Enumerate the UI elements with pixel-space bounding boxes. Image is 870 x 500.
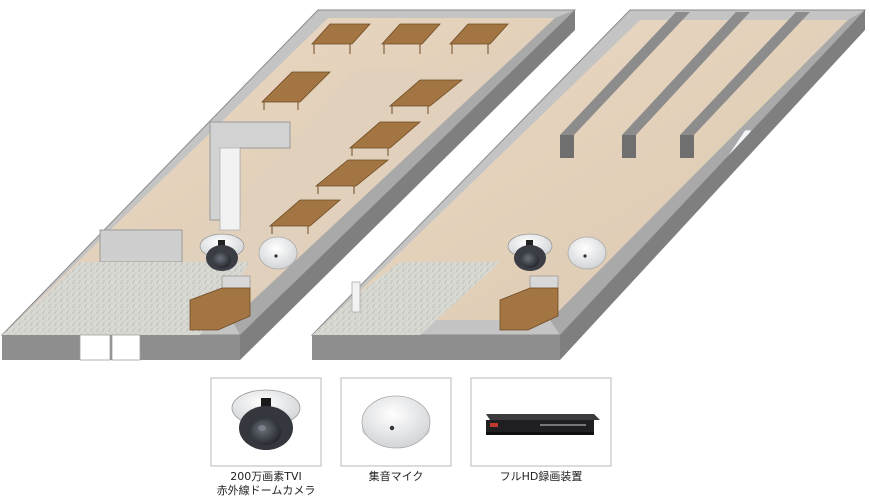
table	[388, 79, 464, 107]
camera-in-left-room-icon	[199, 233, 245, 271]
table	[311, 23, 371, 45]
left-tables	[261, 23, 509, 227]
camera-in-right-room-icon	[507, 233, 553, 271]
mic-in-left-room-icon	[258, 236, 298, 270]
legend-camera-label-line1: 200万画素TVI	[230, 470, 302, 483]
table	[314, 159, 390, 187]
right-room-front-wall	[312, 335, 560, 360]
left-partition-lower	[99, 229, 183, 263]
right-room	[310, 9, 867, 360]
partition	[622, 12, 750, 135]
legend-camera-label-line2: 赤外線ドームカメラ	[216, 484, 316, 497]
table	[449, 23, 509, 45]
left-counter	[189, 275, 251, 331]
partition	[560, 12, 690, 135]
legend-mic-label: 集音マイク	[368, 470, 424, 483]
legend-recorder-caption: フルHD録画装置	[471, 470, 611, 484]
left-room-carpet	[2, 262, 250, 335]
legend-mic-caption: 集音マイク	[336, 470, 456, 484]
legend-camera-caption: 200万画素TVI 赤外線ドームカメラ	[196, 470, 336, 498]
legend-recorder-label: フルHD録画装置	[499, 470, 583, 483]
partition	[680, 12, 810, 135]
right-partitions	[560, 12, 810, 158]
right-counter	[499, 275, 559, 331]
mic-in-right-room-icon	[567, 236, 607, 270]
left-room	[0, 9, 577, 361]
table	[261, 71, 331, 103]
table	[381, 23, 441, 45]
table	[268, 199, 342, 227]
legend-mic-icon	[361, 395, 431, 449]
right-room-carpet	[312, 262, 500, 335]
legend-recorder-icon	[486, 414, 600, 435]
table	[348, 121, 422, 149]
legend-camera-icon	[231, 389, 301, 450]
